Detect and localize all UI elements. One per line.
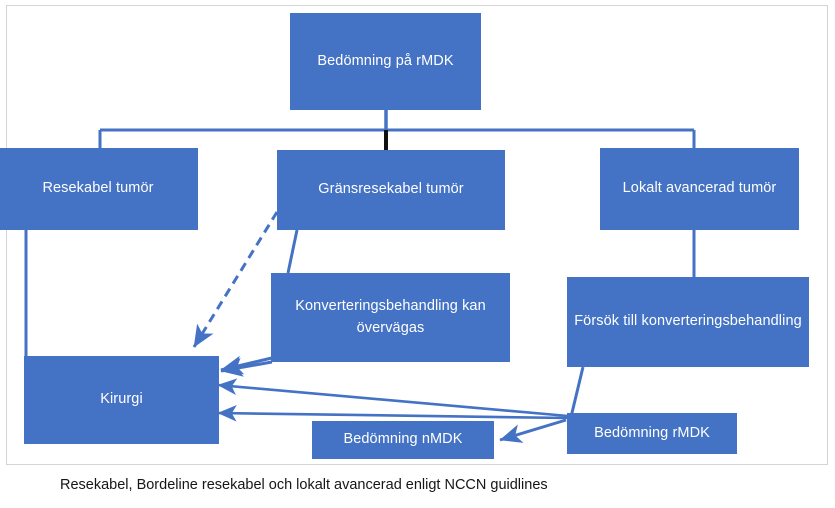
node-label: Resekabel tumör bbox=[42, 180, 154, 197]
node-gransresekabel-tumor[interactable]: Gränsresekabel tumör bbox=[277, 150, 505, 230]
node-label: Bedömning rMDK bbox=[594, 424, 710, 441]
node-label: Lokalt avancerad tumör bbox=[622, 180, 777, 197]
node-lokalt-avancerad-tumor[interactable]: Lokalt avancerad tumör bbox=[600, 148, 799, 230]
node-bedomning-rmdk[interactable]: Bedömning rMDK bbox=[567, 413, 737, 454]
node-label: Kirurgi bbox=[100, 391, 143, 408]
node-kirurgi[interactable]: Kirurgi bbox=[24, 356, 219, 444]
node-bedomning-nmdk[interactable]: Bedömning nMDK bbox=[312, 421, 494, 459]
node-label: Gränsresekabel tumör bbox=[318, 181, 464, 198]
node-forsok-till-konverteringsbehandling[interactable]: Försök till konverteringsbehandling bbox=[567, 277, 809, 367]
node-konverteringsbehandling-kan-overvagas[interactable]: Konverteringsbehandling kan övervägas bbox=[271, 273, 510, 362]
node-bedomning-rmdk-top[interactable]: Bedömning på rMDK bbox=[290, 13, 481, 110]
node-label: Bedömning på rMDK bbox=[317, 52, 454, 69]
node-label: Försök till konverteringsbehandling bbox=[574, 313, 802, 330]
node-label: Konverteringsbehandling kan övervägas bbox=[295, 298, 486, 336]
node-label: Bedömning nMDK bbox=[343, 431, 463, 448]
node-resekabel-tumor[interactable]: Resekabel tumör bbox=[0, 148, 198, 230]
diagram-caption: Resekabel, Bordeline resekabel och lokal… bbox=[60, 477, 548, 493]
